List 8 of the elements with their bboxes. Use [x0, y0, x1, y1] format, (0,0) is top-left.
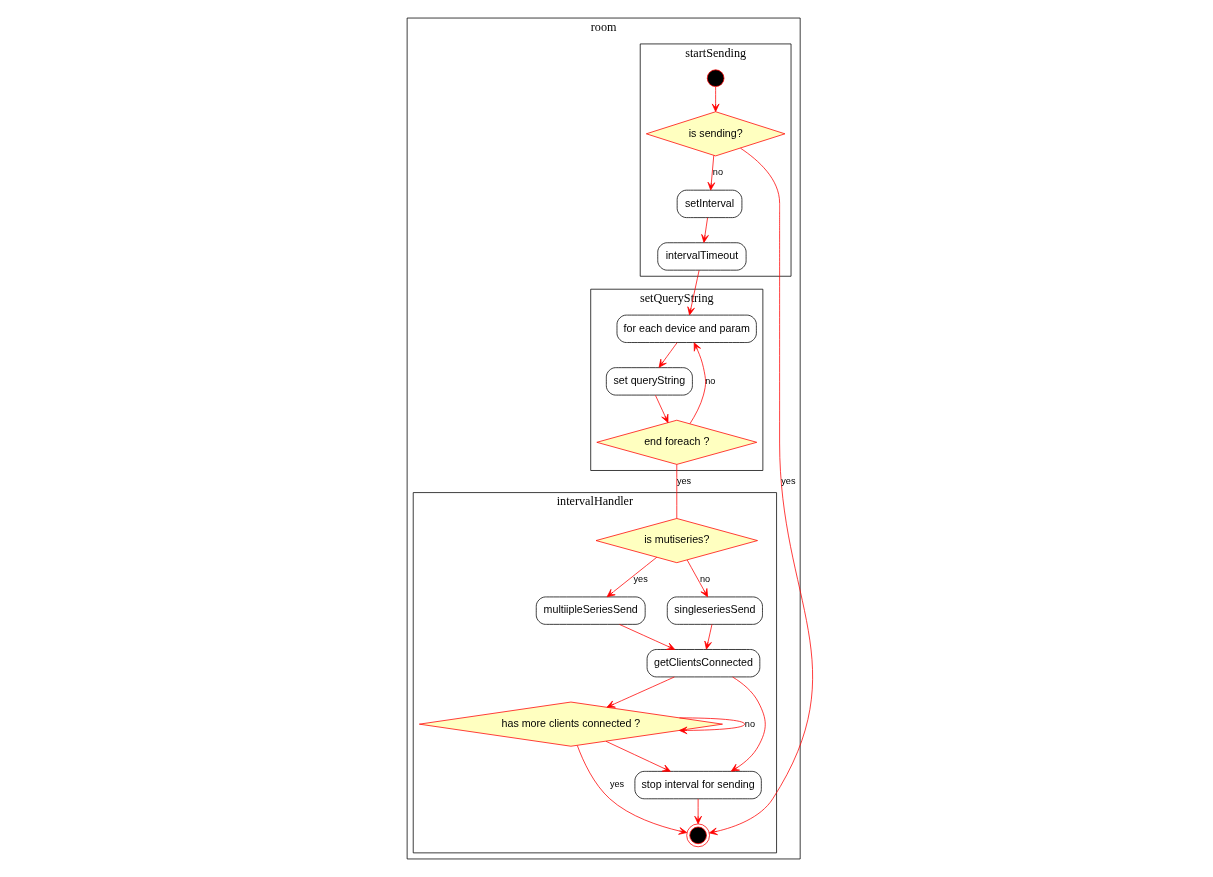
edge-label: no [704, 375, 715, 386]
edge-label: yes [780, 475, 795, 486]
edge-label: no [699, 574, 710, 585]
edge-label: no [744, 718, 755, 729]
edge-label: yes [633, 574, 648, 585]
edge-label: no [712, 167, 723, 178]
edge-label: yes [609, 779, 624, 790]
edge-label: yes [676, 475, 691, 486]
